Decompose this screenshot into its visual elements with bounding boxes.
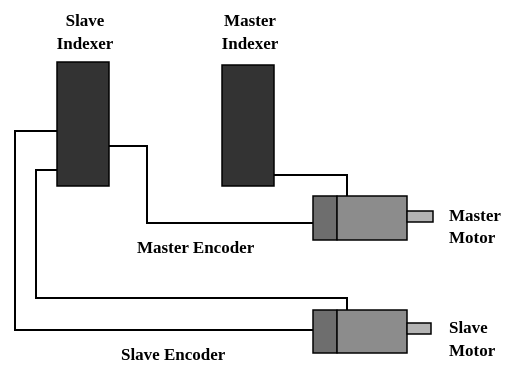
slave-motor [312, 309, 432, 354]
master-motor-label-line2: Motor [449, 228, 496, 247]
master-indexer-label-line2: Indexer [222, 34, 279, 53]
master-motor-label: Master Motor [449, 206, 501, 247]
wiring [14, 130, 348, 331]
slave-encoder-wire [35, 169, 348, 310]
slave-indexer-label: Slave Indexer [57, 11, 114, 53]
slave-motor-label: Slave Motor [449, 318, 496, 360]
slave-drive-wire [14, 130, 313, 331]
slave-indexer [56, 61, 110, 187]
master-encoder [312, 195, 338, 241]
master-encoder-wire [109, 145, 313, 224]
master-drive-wire [274, 174, 348, 196]
slave-motor-shaft [406, 322, 432, 335]
slave-encoder [312, 309, 338, 354]
slave-motor-label-line1: Slave [449, 318, 488, 337]
slave-motor-body [336, 309, 408, 354]
master-indexer [221, 64, 275, 187]
master-motor-label-line1: Master [449, 206, 501, 225]
master-indexer-label-line1: Master [224, 11, 276, 30]
slave-encoder-label: Slave Encoder [121, 345, 226, 364]
slave-indexer-label-line2: Indexer [57, 34, 114, 53]
master-motor [312, 195, 434, 241]
slave-indexer-label-line1: Slave [66, 11, 105, 30]
master-motor-body [336, 195, 408, 241]
master-motor-shaft [406, 210, 434, 223]
master-encoder-label: Master Encoder [137, 238, 255, 257]
slave-motor-label-line2: Motor [449, 341, 496, 360]
master-indexer-label: Master Indexer [222, 11, 279, 53]
